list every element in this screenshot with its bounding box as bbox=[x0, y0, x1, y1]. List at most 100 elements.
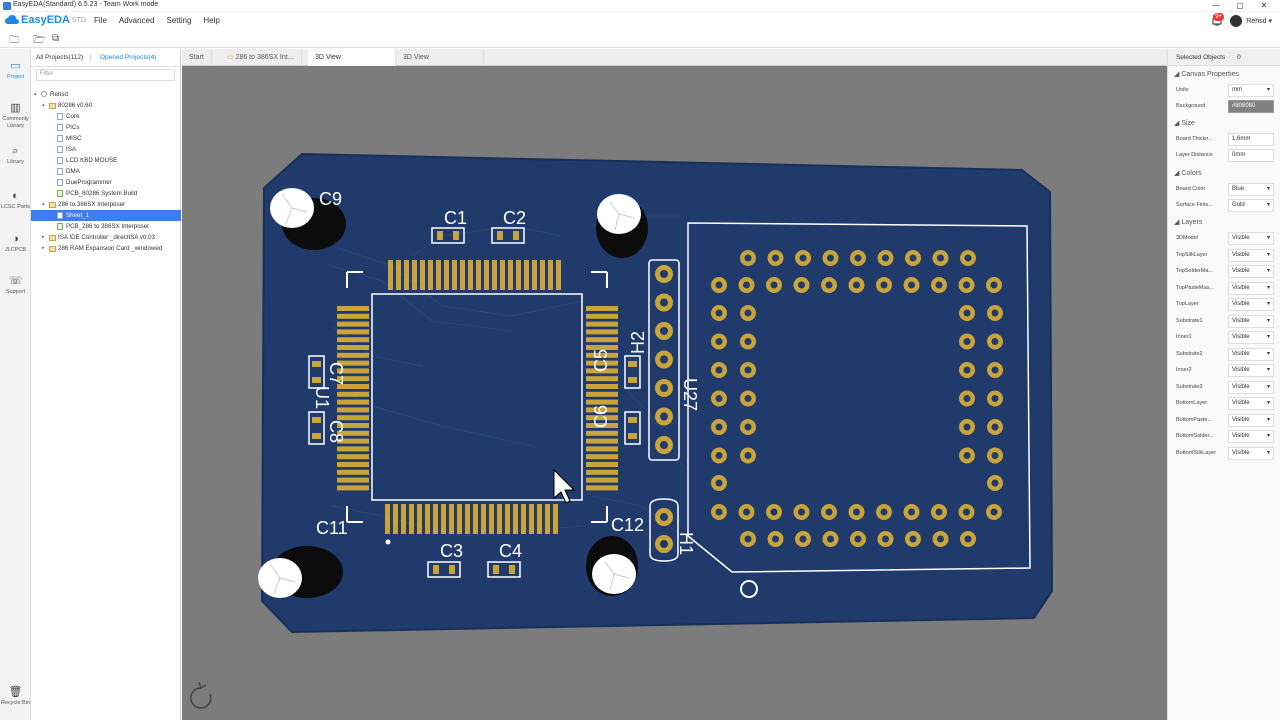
rail-recycle-bin[interactable]: 🗑Recycle Bin bbox=[0, 686, 31, 706]
layer-visibility-select[interactable]: Visible bbox=[1228, 430, 1274, 443]
filter-input[interactable]: Filter bbox=[36, 69, 175, 81]
thickness-row: Board Thickn...1.6mm bbox=[1176, 133, 1276, 147]
qfp-pad bbox=[473, 504, 478, 534]
tab-all-projects[interactable]: All Projects(112) bbox=[36, 54, 84, 61]
layer-visibility-select[interactable]: Visible bbox=[1228, 364, 1274, 377]
tree-item[interactable]: Core bbox=[31, 111, 181, 122]
menu-setting[interactable]: Setting bbox=[166, 16, 192, 25]
qfp-pad bbox=[521, 504, 526, 534]
layer-name: BottomSilkLayer bbox=[1176, 449, 1217, 456]
surface-finish-select[interactable]: Gold bbox=[1228, 199, 1274, 212]
tree-item[interactable]: ▴Rehsd bbox=[31, 89, 181, 100]
easyeda-logo[interactable]: EasyEDA STD bbox=[5, 14, 86, 26]
layers-icon[interactable]: ⧉ bbox=[52, 33, 60, 44]
rail-lcsc-parts[interactable]: ◐LCSC Parts bbox=[0, 190, 31, 210]
thickness-input[interactable]: 1.6mm bbox=[1228, 133, 1274, 146]
tree-item[interactable]: PICs bbox=[31, 122, 181, 133]
maximize-button[interactable]: ▢ bbox=[1236, 1, 1244, 10]
u1-bottom-pads bbox=[385, 504, 558, 534]
twisty-icon[interactable]: ▴ bbox=[42, 201, 45, 207]
save-icon[interactable]: 🗁 bbox=[33, 35, 46, 46]
open-folder-icon[interactable]: 🗀 bbox=[9, 35, 19, 46]
layer-name: TopLayer bbox=[1176, 301, 1199, 307]
layer-visibility-select[interactable]: Visible bbox=[1228, 248, 1274, 262]
tree-item[interactable]: LCD KBD MOUSE bbox=[31, 155, 181, 166]
tree-item[interactable]: MISC bbox=[31, 133, 181, 144]
minimize-button[interactable]: — bbox=[1212, 1, 1220, 10]
layer-visibility-select[interactable]: Visible bbox=[1228, 347, 1274, 361]
twisty-icon[interactable]: ▸ bbox=[42, 234, 45, 240]
qfp-pad bbox=[337, 321, 369, 327]
rotate-view-icon[interactable] bbox=[190, 681, 212, 709]
3d-canvas[interactable]: C9 C1 C2 C11 C12 C3 C4 C5 C6 C7 C8 U1 H1… bbox=[182, 66, 1167, 720]
twisty-icon[interactable]: ▸ bbox=[42, 245, 45, 251]
socket-pin-hole bbox=[882, 254, 889, 262]
socket-pin-hole bbox=[991, 338, 999, 345]
layer-row: TopLayer Visible bbox=[1176, 298, 1276, 312]
qfp-pad bbox=[524, 260, 529, 290]
layer-distance-input[interactable]: 0mm bbox=[1228, 149, 1274, 162]
tree-item[interactable]: ▸286 RAM Expansion Card _windowed bbox=[31, 243, 181, 254]
tree-item[interactable]: ▴ 80286 v0.60 bbox=[31, 100, 181, 111]
layer-visibility-select[interactable]: Visible bbox=[1228, 380, 1274, 394]
qfp-pad bbox=[492, 260, 497, 290]
tab-start[interactable]: Start bbox=[182, 49, 212, 66]
tree-item-label: 80286 v0.60 bbox=[58, 102, 93, 109]
layer-visibility-select[interactable]: Visible bbox=[1228, 298, 1274, 311]
rail-support[interactable]: ☏Support bbox=[5, 275, 26, 295]
user-menu[interactable]: Rehsd ▾ bbox=[1246, 18, 1272, 25]
socket-pin-hole bbox=[715, 395, 723, 402]
tree-item[interactable]: DMA bbox=[31, 166, 181, 177]
layer-visibility-select[interactable]: Visible bbox=[1228, 281, 1274, 295]
avatar[interactable] bbox=[1230, 15, 1243, 27]
socket-pin-hole bbox=[963, 423, 971, 431]
rail-jlcpcb[interactable]: ◑JLCPCB bbox=[4, 233, 27, 253]
socket-pin-hole bbox=[744, 366, 752, 374]
background-color-input[interactable]: #808080 bbox=[1228, 100, 1274, 113]
rail-project[interactable]: ▭Project bbox=[6, 60, 25, 80]
pcb-3d-render[interactable]: C9 C1 C2 C11 C12 C3 C4 C5 C6 C7 C8 U1 H1… bbox=[182, 66, 1167, 720]
tree-item[interactable]: DueProgrammer bbox=[31, 177, 181, 188]
qfp-pad bbox=[500, 260, 505, 290]
menu-advanced[interactable]: Advanced bbox=[118, 16, 155, 25]
tree-item[interactable]: Sheet_1 bbox=[31, 210, 181, 221]
tab-3d-view[interactable]: 3D View bbox=[396, 49, 484, 66]
layer-visibility-select[interactable]: Visible bbox=[1228, 397, 1274, 410]
menu-help[interactable]: Help bbox=[203, 16, 220, 25]
menu-file[interactable]: File bbox=[94, 16, 107, 25]
tree-item-label: PCB_286 to 386SX Interposer bbox=[66, 223, 150, 230]
qfp-pad bbox=[404, 260, 409, 290]
tree-item[interactable]: ▸ISA IDE Controller _directISA v0.03 bbox=[31, 232, 181, 243]
units-select[interactable]: mm bbox=[1228, 84, 1274, 97]
rail-library[interactable]: ⌕Library bbox=[7, 145, 24, 165]
tree-item[interactable]: PCB_80286 System Build bbox=[31, 188, 181, 199]
board-color-select[interactable]: Blue bbox=[1228, 183, 1274, 196]
layer-visibility-select[interactable]: Visible bbox=[1228, 314, 1274, 328]
sch-icon bbox=[57, 179, 63, 186]
tree-item[interactable]: PCB_286 to 386SX Interposer bbox=[31, 221, 181, 232]
label-c5: C5 bbox=[591, 349, 611, 372]
tree-item[interactable]: ISA bbox=[31, 144, 181, 155]
app-icon bbox=[3, 2, 11, 10]
rail-commonly-library[interactable]: ▥Commonly Library bbox=[2, 102, 29, 129]
tree-item[interactable]: ▴286 to 386SX Interposer bbox=[31, 199, 181, 210]
layer-visibility-select[interactable]: Visible bbox=[1228, 446, 1274, 460]
layer-visibility-select[interactable]: Visible bbox=[1228, 265, 1274, 278]
layer-visibility-select[interactable]: Visible bbox=[1228, 413, 1274, 427]
layer-visibility-select[interactable]: Visible bbox=[1228, 232, 1274, 245]
notification-button[interactable]: 9+ bbox=[1210, 13, 1226, 28]
folder-icon bbox=[49, 235, 56, 241]
twisty-icon[interactable]: ▴ bbox=[42, 102, 45, 108]
close-button[interactable]: ✕ bbox=[1260, 1, 1268, 10]
qfp-pad bbox=[586, 462, 618, 467]
qfp-pad bbox=[337, 360, 369, 366]
tab-pcb[interactable]: ▭ 286 to 386SX Int... bbox=[220, 49, 302, 66]
tab-3d-view-active[interactable]: 3D View bbox=[308, 49, 396, 66]
tab-opened-projects[interactable]: Opened Projects(4) bbox=[100, 54, 157, 61]
layer-visibility-select[interactable]: Visible bbox=[1228, 331, 1274, 344]
tree-item-label: Sheet_1 bbox=[66, 212, 90, 219]
twisty-icon[interactable]: ▴ bbox=[34, 91, 37, 97]
